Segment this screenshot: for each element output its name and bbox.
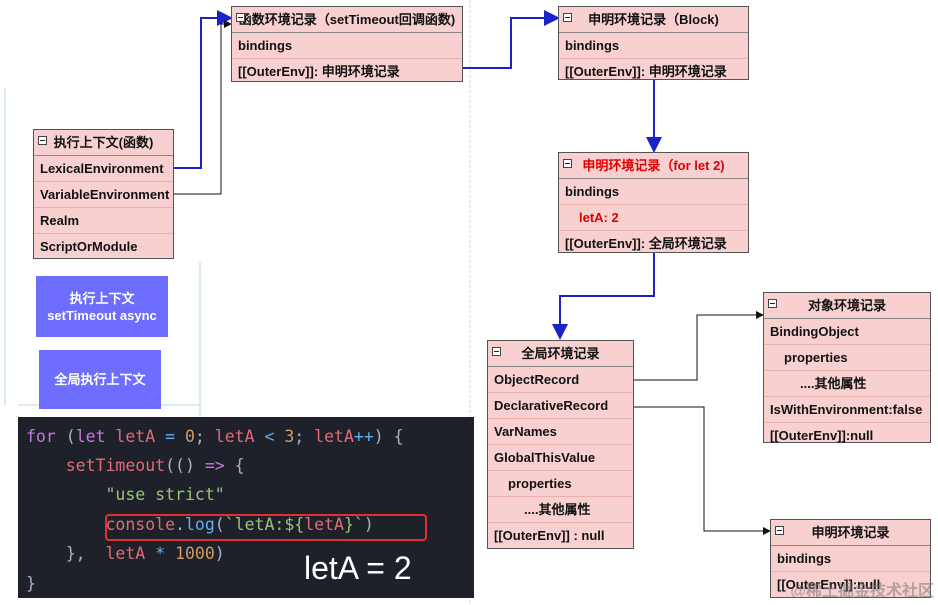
arrow-declarative-record-to-decl-env (634, 406, 771, 535)
watermark: @稀土掘金技术社区 (790, 583, 934, 600)
decl-env-node: 申明环境记录 bindings [[OuterEnv]]:null (770, 519, 931, 598)
code-line-1: for (let letA = 0; letA < 3; letA++) { (26, 427, 404, 446)
row-bindings: bindings (232, 33, 462, 59)
exec-context-title: 执行上下文(函数) (34, 130, 173, 156)
collapse-icon[interactable] (236, 13, 245, 22)
row-outer-env: [[OuterEnv]] : null (494, 528, 605, 543)
row-outer-env: [[OuterEnv]]: 申明环境记录 (238, 64, 400, 79)
arrow-func-env-to-block-env (463, 10, 560, 69)
exec-context-node: 执行上下文(函数) LexicalEnvironment VariableEnv… (33, 129, 174, 259)
row-bindings: bindings (559, 179, 748, 205)
global-env-node: 全局环境记录 ObjectRecord DeclarativeRecord Va… (487, 340, 634, 549)
arrow-object-record-to-object-env (634, 311, 764, 381)
settimeout-context-button[interactable]: 执行上下文 setTimeout async (36, 276, 168, 337)
collapse-icon[interactable] (38, 136, 47, 145)
code-line-3: "use strict" (105, 485, 225, 504)
func-env-title: 函数环境记录（setTimeout回调函数) (232, 7, 462, 33)
row-realm: Realm (34, 208, 173, 234)
arrow-variable-to-func-env (174, 20, 232, 195)
code-line-6: } (26, 574, 36, 593)
row-global-this-value: GlobalThisValue (488, 445, 633, 471)
row-var-names: VarNames (488, 419, 633, 445)
result-label: letA = 2 (304, 550, 412, 586)
row-outer-env: [[OuterEnv]]:null (770, 428, 874, 443)
context-button-line1: 执行上下文 (69, 290, 135, 306)
collapse-icon[interactable] (492, 347, 501, 356)
object-env-title: 对象环境记录 (764, 293, 930, 319)
for-let-env-node: 申明环境记录（for let 2) bindings letA: 2 [[Out… (558, 152, 749, 253)
func-env-node: 函数环境记录（setTimeout回调函数) bindings [[OuterE… (231, 6, 463, 82)
arrow-lexical-to-func-env (174, 10, 233, 169)
row-other-properties: ....其他属性 (488, 497, 633, 523)
row-script-or-module: ScriptOrModule (40, 239, 138, 254)
row-binding-object: BindingObject (764, 319, 930, 345)
code-line-4: console.log(`letA:${letA}`) (105, 515, 374, 534)
row-leta-value: letA: 2 (559, 205, 748, 231)
context-button-line2: setTimeout async (47, 307, 157, 323)
row-lexical-environment: LexicalEnvironment (34, 156, 173, 182)
decl-env-title: 申明环境记录 (771, 520, 930, 546)
block-env-title: 申明环境记录（Block) (559, 7, 748, 33)
console-log-highlight (105, 514, 427, 541)
row-outer-env: [[OuterEnv]]:null (777, 577, 881, 592)
row-bindings: bindings (771, 546, 930, 572)
arrow-for-let-env-to-global-env (552, 253, 655, 340)
collapse-icon[interactable] (563, 13, 572, 22)
context-button-label: 全局执行上下文 (54, 372, 146, 387)
block-env-node: 申明环境记录（Block) bindings [[OuterEnv]]: 申明环… (558, 6, 749, 80)
code-line-5: }, letA * 1000) (26, 544, 225, 563)
collapse-icon[interactable] (768, 299, 777, 308)
row-variable-environment: VariableEnvironment (34, 182, 173, 208)
row-properties: properties (764, 345, 930, 371)
for-let-env-title: 申明环境记录（for let 2) (559, 153, 748, 179)
row-bindings: bindings (559, 33, 748, 59)
global-env-title: 全局环境记录 (488, 341, 633, 367)
row-declarative-record: DeclarativeRecord (488, 393, 633, 419)
row-object-record: ObjectRecord (488, 367, 633, 393)
code-panel: for (let letA = 0; letA < 3; letA++) { s… (18, 417, 474, 598)
row-is-with-environment: IsWithEnvironment:false (764, 397, 930, 423)
collapse-icon[interactable] (775, 526, 784, 535)
row-outer-env: [[OuterEnv]]: 申明环境记录 (565, 64, 727, 79)
row-properties: properties (488, 471, 633, 497)
collapse-icon[interactable] (563, 159, 572, 168)
row-outer-env: [[OuterEnv]]: 全局环境记录 (565, 236, 727, 251)
global-context-button[interactable]: 全局执行上下文 (39, 350, 161, 409)
code-line-2: setTimeout(() => { (65, 456, 245, 475)
row-other-properties: ....其他属性 (764, 371, 930, 397)
object-env-node: 对象环境记录 BindingObject properties ....其他属性… (763, 292, 931, 443)
